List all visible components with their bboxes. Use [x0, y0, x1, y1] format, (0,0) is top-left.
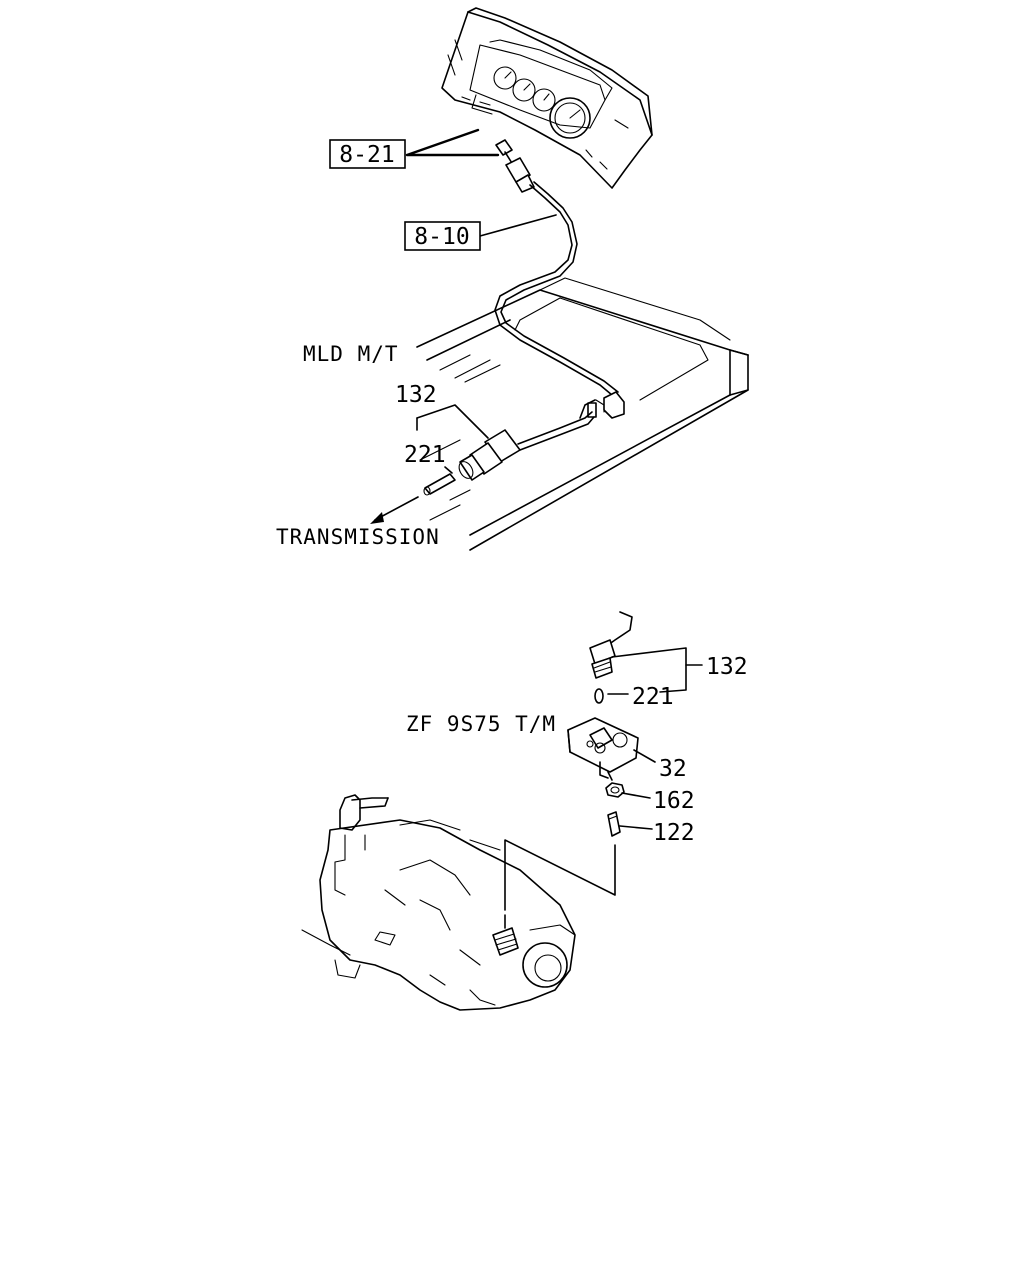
speed-sensor-top	[458, 399, 596, 481]
part-221-top: 221	[404, 442, 446, 468]
callout-8-10-label: 8-10	[414, 224, 469, 250]
frame-rail	[416, 277, 749, 551]
variant-label-mld: MLD M/T	[303, 342, 399, 366]
speed-sensor-bottom	[589, 611, 633, 679]
transmission-label: TRANSMISSION	[276, 525, 440, 549]
part-221-bottom: 221	[632, 684, 674, 710]
o-ring-top	[423, 473, 456, 496]
o-ring-bottom	[594, 688, 604, 704]
part-132-top: 132	[395, 382, 437, 408]
nut	[605, 782, 625, 798]
part-32: 32	[659, 756, 687, 782]
part-132-bottom: 132	[706, 654, 748, 680]
callout-8-21-label: 8-21	[339, 142, 394, 168]
wiring-harness	[494, 139, 625, 419]
sensor-bracket	[567, 717, 639, 781]
callout-8-10: 8-10	[404, 221, 481, 251]
leader-lines-top	[370, 128, 557, 524]
callout-8-21: 8-21	[329, 139, 406, 169]
transmission-body	[301, 794, 576, 1011]
part-122: 122	[653, 820, 695, 846]
instrument-panel	[441, 7, 653, 189]
variant-label-zf: ZF 9S75 T/M	[406, 712, 556, 736]
part-162: 162	[653, 788, 695, 814]
leader-lines-bottom	[504, 647, 703, 911]
stud	[607, 811, 621, 837]
